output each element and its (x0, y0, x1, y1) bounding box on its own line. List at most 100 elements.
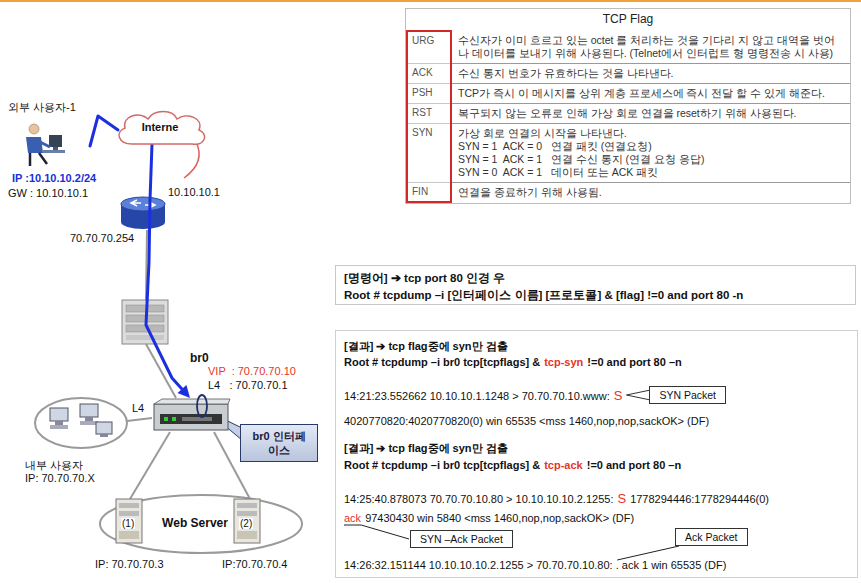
flag-description: TCP가 즉시 이 메시지를 상위 계층 프로세스에 즉시 전달 할 수 있게 … (458, 87, 844, 100)
packet-callout: SYN Packet (649, 386, 726, 404)
packet-callout: SYN –Ack Packet (410, 530, 513, 548)
result-text: !=0 and port 80 –n (587, 356, 681, 368)
result-line: Root # tcpdump –i br0 tcp[tcpflags] & tcp… (344, 459, 681, 471)
flag-description: 가상 회로 연결의 시작을 나타낸다. (458, 127, 844, 140)
result-text: Root # tcpdump –i br0 tcp[tcpflags] & (344, 356, 540, 368)
result-text: ack (344, 512, 361, 524)
internal-user-group (35, 398, 127, 448)
network-label: IP :10.10.10.2/24 (12, 172, 96, 184)
flag-description: 수신자가 이미 흐르고 있는 octet 를 처리하는 것을 기다리 지 않고 … (458, 34, 844, 60)
result-line: [결과] ➔ tcp flag중에 syn만 검출 (344, 339, 508, 354)
flag-desc-cell: 수신 통지 번호가 유효하다는 것을 나타낸다. (451, 64, 850, 84)
result-text: tcp-syn (544, 356, 583, 368)
flag-name-cell: RST (407, 104, 451, 124)
result-text: 4020770820:4020770820(0) win 65535 <mss … (344, 415, 709, 427)
result-text: 14:21:23.552662 10.10.10.1.1248 > 70.70.… (344, 390, 610, 402)
flag-description: 수신 통지 번호가 유효하다는 것을 나타낸다. (458, 67, 844, 80)
network-label: 내부 사용자 (25, 458, 83, 473)
command-text: Root # tcpdump –i [인터페이스 이름] [프로토콜] & [f… (344, 288, 743, 303)
flag-name: URG (412, 35, 446, 46)
server-ellipse (116, 499, 142, 543)
illustration-part (50, 408, 68, 421)
flag-desc-cell: TCP가 즉시 이 메시지를 상위 계층 프로세스에 즉시 전달 할 수 있게 … (451, 84, 850, 104)
callout-text: Ack Packet (685, 531, 738, 543)
result-text: !=0 and port 80 –n (587, 459, 681, 471)
flag-row: RST복구되지 않는 오류로 인해 가상 회로 연결을 reset하기 위해 사… (407, 104, 850, 124)
leader-line (344, 525, 409, 539)
flag-name: SYN (412, 127, 446, 138)
flag-description: 연결을 종료하기 위해 사용됨. (458, 186, 844, 199)
downlink-wire (146, 344, 176, 398)
result-line: Root # tcpdump –i br0 tcp[tcpflags] & tcp… (344, 356, 682, 368)
l4-device-shape (154, 404, 228, 430)
network-label: 70.70.70.254 (70, 232, 134, 244)
callout-text: SYN –Ack Packet (420, 533, 503, 545)
result-text: Root # tcpdump –i br0 tcp[tcpflags] & (344, 459, 540, 471)
internet-cloud: Interne (112, 108, 208, 148)
pc-icons (50, 404, 112, 437)
flag-description: SYN = 0 ACK = 1 데이터 또는 ACK 패킷 (458, 166, 844, 179)
flag-name-cell: URG (407, 31, 451, 64)
flag-name: ACK (412, 67, 446, 78)
result-box: [결과] ➔ tcp flag중에 syn만 검출 Root # tcpdump … (335, 330, 858, 578)
l4-device-shape (152, 398, 230, 432)
result-text: S (614, 388, 623, 403)
network-label: 10.10.10.1 (168, 186, 220, 198)
flag-row: ACK 수신 통지 번호가 유효하다는 것을 나타낸다. (407, 64, 850, 84)
user-icon (20, 120, 66, 170)
network-label: IP:70.70.70.4 (222, 558, 287, 570)
illustration-part (96, 422, 112, 434)
result-text: tcp-ack (544, 459, 583, 471)
result-line: 14:21:23.552662 10.10.10.1.1248 > 70.70.… (344, 388, 622, 403)
result-line: ack 97430430 win 5840 <mss 1460,nop,nop,s… (344, 512, 634, 524)
flag-desc-cell: 수신자가 이미 흐르고 있는 octet 를 처리하는 것을 기다리 지 않고 … (451, 31, 850, 64)
flag-row: FIN연결을 종료하기 위해 사용됨. (407, 183, 850, 203)
result-text: 14:25:40.878073 70.70.70.10.80 > 10.10.1… (344, 493, 613, 505)
network-label: (1) (121, 518, 135, 529)
user-icon (53, 147, 58, 150)
result-text: [결과] ➔ tcp flag중에 syn만 검출 (344, 339, 508, 354)
node-label: Web Server (156, 516, 234, 530)
connector-line (146, 144, 184, 391)
illustration-part (55, 421, 63, 425)
result-text: 1778294446:1778294446(0) (630, 493, 769, 505)
user-icon (29, 124, 39, 134)
network-label: VIP : 70.70.70.10 (208, 365, 296, 377)
illustration-part (121, 215, 165, 229)
command-box: [명령어] ➔ tcp port 80 인경 우 Root # tcpdump –… (335, 265, 856, 305)
leader-line (617, 546, 679, 560)
server-ellipse (119, 531, 139, 539)
red-link (184, 142, 199, 178)
command-text: [명령어] ➔ tcp port 80 인경 우 (344, 271, 505, 286)
server-ellipse (100, 495, 302, 553)
illustration-part (126, 335, 164, 340)
illustration-part (126, 305, 164, 312)
packet-callout: Ack Packet (675, 528, 748, 546)
user-node: 외부 사용자-1 (8, 100, 90, 172)
user-icon (40, 142, 50, 147)
flag-desc-cell: 연결을 종료하기 위해 사용됨. (451, 183, 850, 203)
l4-device-shape (197, 395, 207, 417)
flag-desc-cell: 복구되지 않는 오류로 인해 가상 회로 연결을 reset하기 위해 사용된다… (451, 104, 850, 124)
interface-callout: br0 인터페이스 (240, 424, 318, 462)
user-icon (26, 137, 43, 153)
router-icon (121, 197, 165, 229)
result-text: [결과] ➔ tcp flag중에 syn만 검출 (344, 441, 508, 456)
result-text: 97430430 win 5840 <mss 1460,nop,nop,sack… (365, 512, 634, 524)
flag-row: PSHTCP가 즉시 이 메시지를 상위 계층 프로세스에 즉시 전달 할 수 … (407, 84, 850, 104)
flag-table-grid: URG 수신자가 이미 흐르고 있는 octet 를 처리하는 것을 기다리 지 … (406, 30, 850, 203)
node-label: Interne (112, 121, 208, 133)
illustration-part (80, 404, 98, 417)
node-label: L4 (132, 402, 144, 414)
lan-wire (127, 418, 152, 421)
l4-device-shape (160, 414, 222, 424)
user-icon (43, 150, 65, 153)
server-ellipse (237, 503, 257, 508)
result-text: S (617, 491, 626, 506)
illustration-part (121, 197, 165, 211)
callout-text: SYN Packet (659, 389, 716, 401)
connector (146, 144, 190, 398)
l4-device-shape (172, 417, 176, 421)
server-wire (130, 432, 170, 499)
